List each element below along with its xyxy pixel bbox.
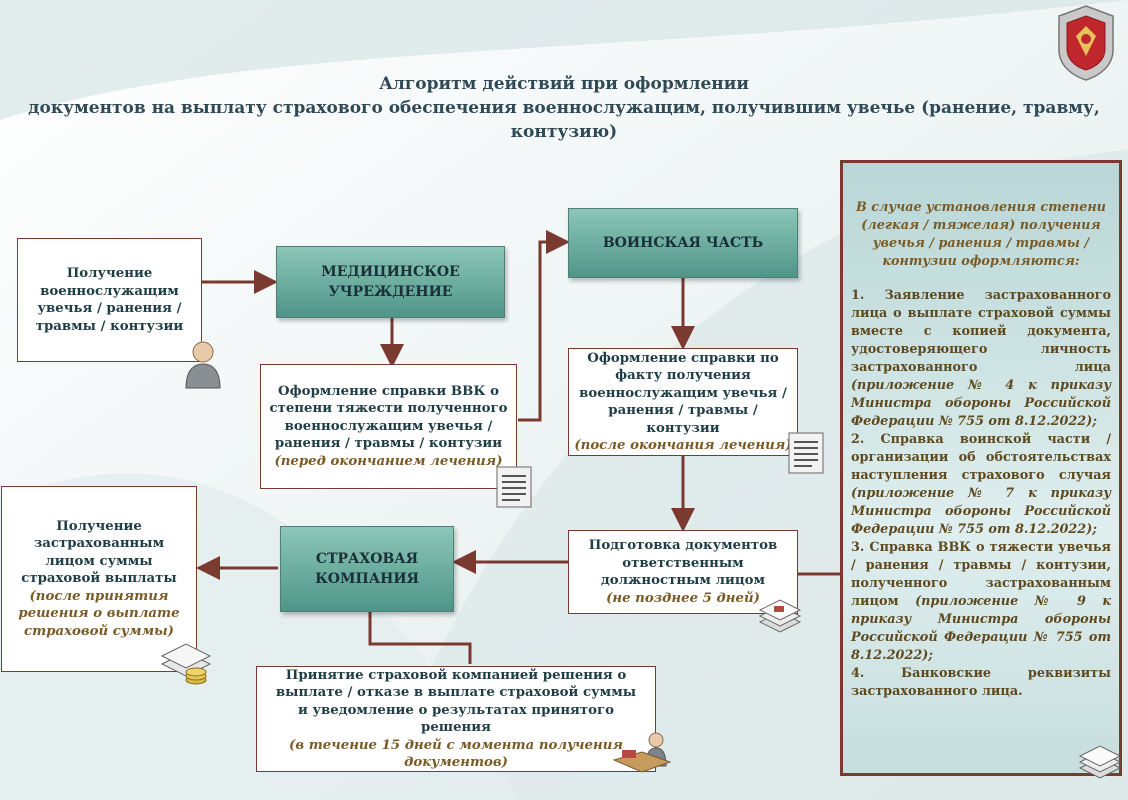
node-receive-injury: Получение военнослужащим увечья / ранени… [17, 238, 202, 362]
node-unit-cert-main: Оформление справки по факту получения во… [579, 350, 787, 436]
node-medical-label: МЕДИЦИНСКОЕ УЧРЕЖДЕНИЕ [321, 264, 460, 300]
emblem-icon [1058, 5, 1114, 81]
documents-list-item-4: 4. Банковские реквизиты застрахованного … [851, 665, 1111, 701]
document-icon [496, 466, 532, 508]
node-prep-note: (не позднее 5 дней) [606, 590, 760, 606]
documents-list-item-2: 2. Справка воинской части / организации … [851, 431, 1111, 539]
node-unit-certificate: Оформление справки по факту получения во… [568, 348, 798, 456]
node-insurance-decision: Принятие страховой компанией решения о в… [256, 666, 656, 772]
documents-list-item-3: 3. Справка ВВК о тяжести увечья / ранени… [851, 539, 1111, 665]
node-payout-note: (после принятия решения о выплате страхо… [18, 588, 180, 639]
node-payout-main: Получение застрахованным лицом суммы стр… [21, 518, 177, 587]
node-receive-injury-text: Получение военнослужащим увечья / ранени… [35, 266, 184, 334]
node-vvk-note: (перед окончанием лечения) [274, 453, 503, 469]
node-medical: МЕДИЦИНСКОЕ УЧРЕЖДЕНИЕ [276, 246, 505, 318]
page-title-line1: Алгоритм действий при оформлении [379, 74, 749, 94]
document-stack-icon [758, 599, 802, 633]
item1-main: 1. Заявление застрахованного лица о выпл… [851, 288, 1111, 375]
node-military-unit-label: ВОИНСКАЯ ЧАСТЬ [602, 235, 764, 251]
documents-list-item-1: 1. Заявление застрахованного лица о выпл… [851, 287, 1111, 431]
worker-at-desk-icon [612, 732, 672, 773]
node-payout: Получение застрахованным лицом суммы стр… [1, 486, 197, 672]
item3-note: (приложение № 9 к приказу Министра оборо… [851, 594, 1111, 663]
documents-list-heading: В случае установления степени (легкая / … [855, 200, 1106, 269]
node-insurance-company: СТРАХОВАЯ КОМПАНИЯ [280, 526, 454, 612]
documents-list-panel: В случае установления степени (легкая / … [840, 160, 1122, 776]
node-prepare-documents: Подготовка документов ответственным долж… [568, 530, 798, 614]
node-vvk-certificate: Оформление справки ВВК о степени тяжести… [260, 364, 517, 489]
item4-main: 4. Банковские реквизиты застрахованного … [851, 666, 1111, 699]
item1-note: (приложение № 4 к приказу Министра оборо… [851, 378, 1111, 429]
node-decision-main: Принятие страховой компанией решения о в… [275, 667, 637, 736]
money-stack-icon [160, 643, 212, 685]
person-icon [185, 341, 221, 389]
item2-main: 2. Справка воинской части / организации … [851, 432, 1111, 483]
document-icon [788, 432, 824, 474]
node-unit-cert-note: (после окончания лечения) [574, 438, 792, 453]
node-military-unit: ВОИНСКАЯ ЧАСТЬ [568, 208, 798, 278]
item3-main: 3. Справка ВВК о тяжести увечья / ранени… [851, 540, 1111, 609]
document-stack-icon [1078, 745, 1122, 779]
node-prep-main: Подготовка документов ответственным долж… [588, 538, 778, 588]
node-vvk-main: Оформление справки ВВК о степени тяжести… [269, 383, 508, 452]
page-title-line2: документов на выплату страхового обеспеч… [28, 98, 1100, 142]
item2-note: (приложение № 7 к приказу Министра оборо… [851, 486, 1111, 537]
node-insurance-label: СТРАХОВАЯ КОМПАНИЯ [315, 551, 419, 587]
node-decision-note: (в течение 15 дней с момента получения д… [289, 737, 623, 771]
